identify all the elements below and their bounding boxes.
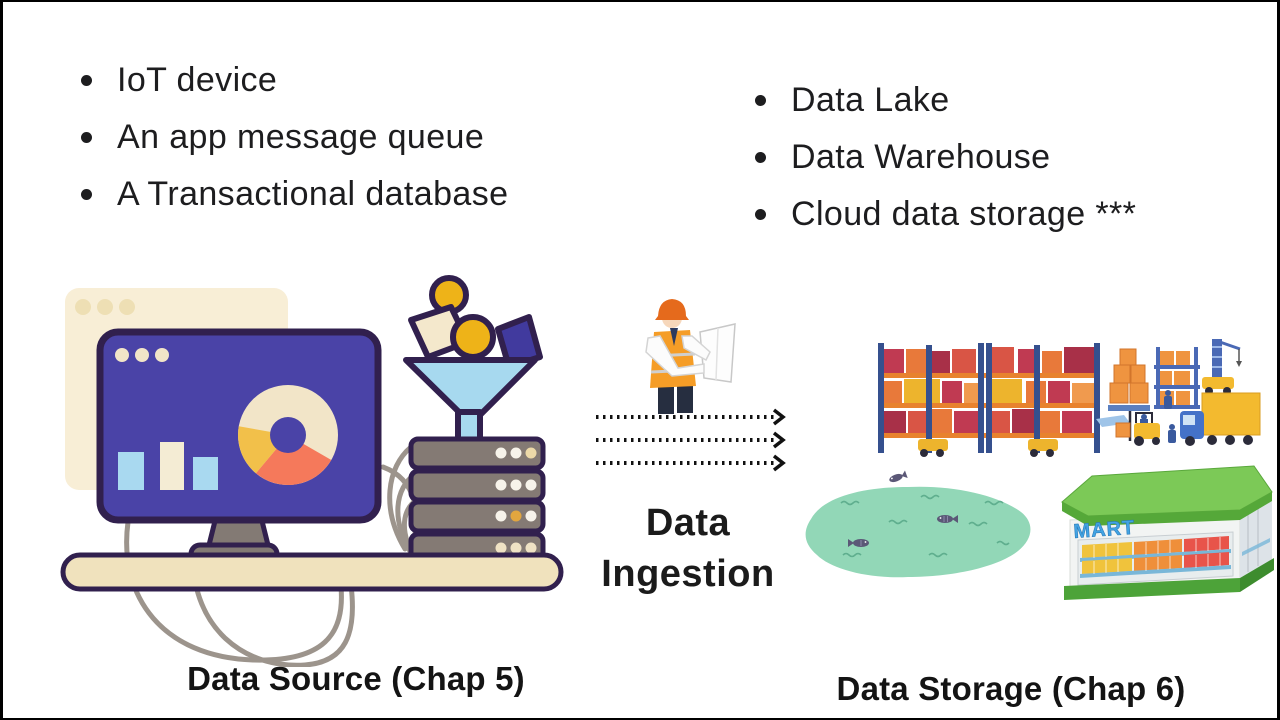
- server-stack: [408, 436, 546, 566]
- arrowhead-icon: [772, 408, 786, 426]
- warehouse-racks: [878, 343, 1100, 457]
- mart-sign: MART: [1073, 517, 1136, 543]
- crane: [1202, 339, 1242, 395]
- list-item-label: Data Lake: [791, 81, 950, 119]
- ingestion-label-line2: Ingestion: [601, 553, 775, 595]
- funnel: [403, 275, 543, 447]
- list-item-label: IoT device: [117, 61, 278, 99]
- monitor: [96, 328, 382, 524]
- bullet-dot-icon: [81, 132, 92, 143]
- list-item: Data Lake: [755, 72, 1136, 129]
- worker-body: [645, 299, 736, 414]
- list-item: A Transactional database: [81, 166, 508, 223]
- warehouse-workers: [1164, 390, 1176, 443]
- box-stack: [1108, 348, 1150, 411]
- fish-icon: [889, 470, 908, 483]
- source-caption: Data Source (Chap 5): [187, 660, 525, 697]
- fish-icon: [848, 539, 869, 547]
- lake-ripples: [840, 494, 1010, 558]
- list-item-label: Data Warehouse: [791, 138, 1051, 176]
- desk: [60, 552, 564, 592]
- list-item: Data Warehouse: [755, 129, 1136, 186]
- mart-roof: [1061, 465, 1273, 526]
- data-source-illustration: [60, 275, 564, 667]
- list-item-label: A Transactional database: [117, 175, 509, 213]
- donut-chart: [238, 385, 338, 485]
- truck: [1180, 392, 1261, 446]
- data-lake-illustration: [805, 470, 1031, 578]
- storage-bullet-list: Data Lake Data Warehouse Cloud data stor…: [755, 72, 1136, 243]
- bullet-dot-icon: [755, 209, 766, 220]
- bullet-dot-icon: [755, 95, 766, 106]
- bullet-dot-icon: [755, 152, 766, 163]
- storage-caption: Data Storage (Chap 6): [836, 670, 1186, 707]
- mart-base: [1064, 558, 1274, 600]
- list-item-label: An app message queue: [117, 118, 485, 156]
- mart-building: MART: [1061, 465, 1274, 600]
- small-rack: [1154, 347, 1200, 409]
- forklift: [1096, 411, 1160, 446]
- list-item: Cloud data storage ***: [755, 186, 1136, 243]
- source-bullet-list: IoT device An app message queue A Transa…: [81, 52, 508, 223]
- bullet-dot-icon: [81, 75, 92, 86]
- server-led-icons: [495, 447, 537, 554]
- ingestion-arrows: [596, 408, 786, 472]
- list-item-label: Cloud data storage ***: [791, 195, 1137, 233]
- worker-figure: [645, 299, 736, 414]
- mart-body: [1069, 496, 1272, 591]
- list-item: An app message queue: [81, 109, 508, 166]
- arrowhead-icon: [772, 454, 786, 472]
- list-item: IoT device: [81, 52, 508, 109]
- ingestion-label-line1: Data: [645, 502, 731, 544]
- fish-icon: [937, 515, 958, 523]
- ingestion-label: Data Ingestion: [568, 498, 808, 600]
- arrowhead-icon: [772, 431, 786, 449]
- bullet-dot-icon: [81, 189, 92, 200]
- warehouse-illustration: [878, 339, 1261, 457]
- bar-chart: [118, 442, 218, 490]
- lake: [805, 486, 1031, 578]
